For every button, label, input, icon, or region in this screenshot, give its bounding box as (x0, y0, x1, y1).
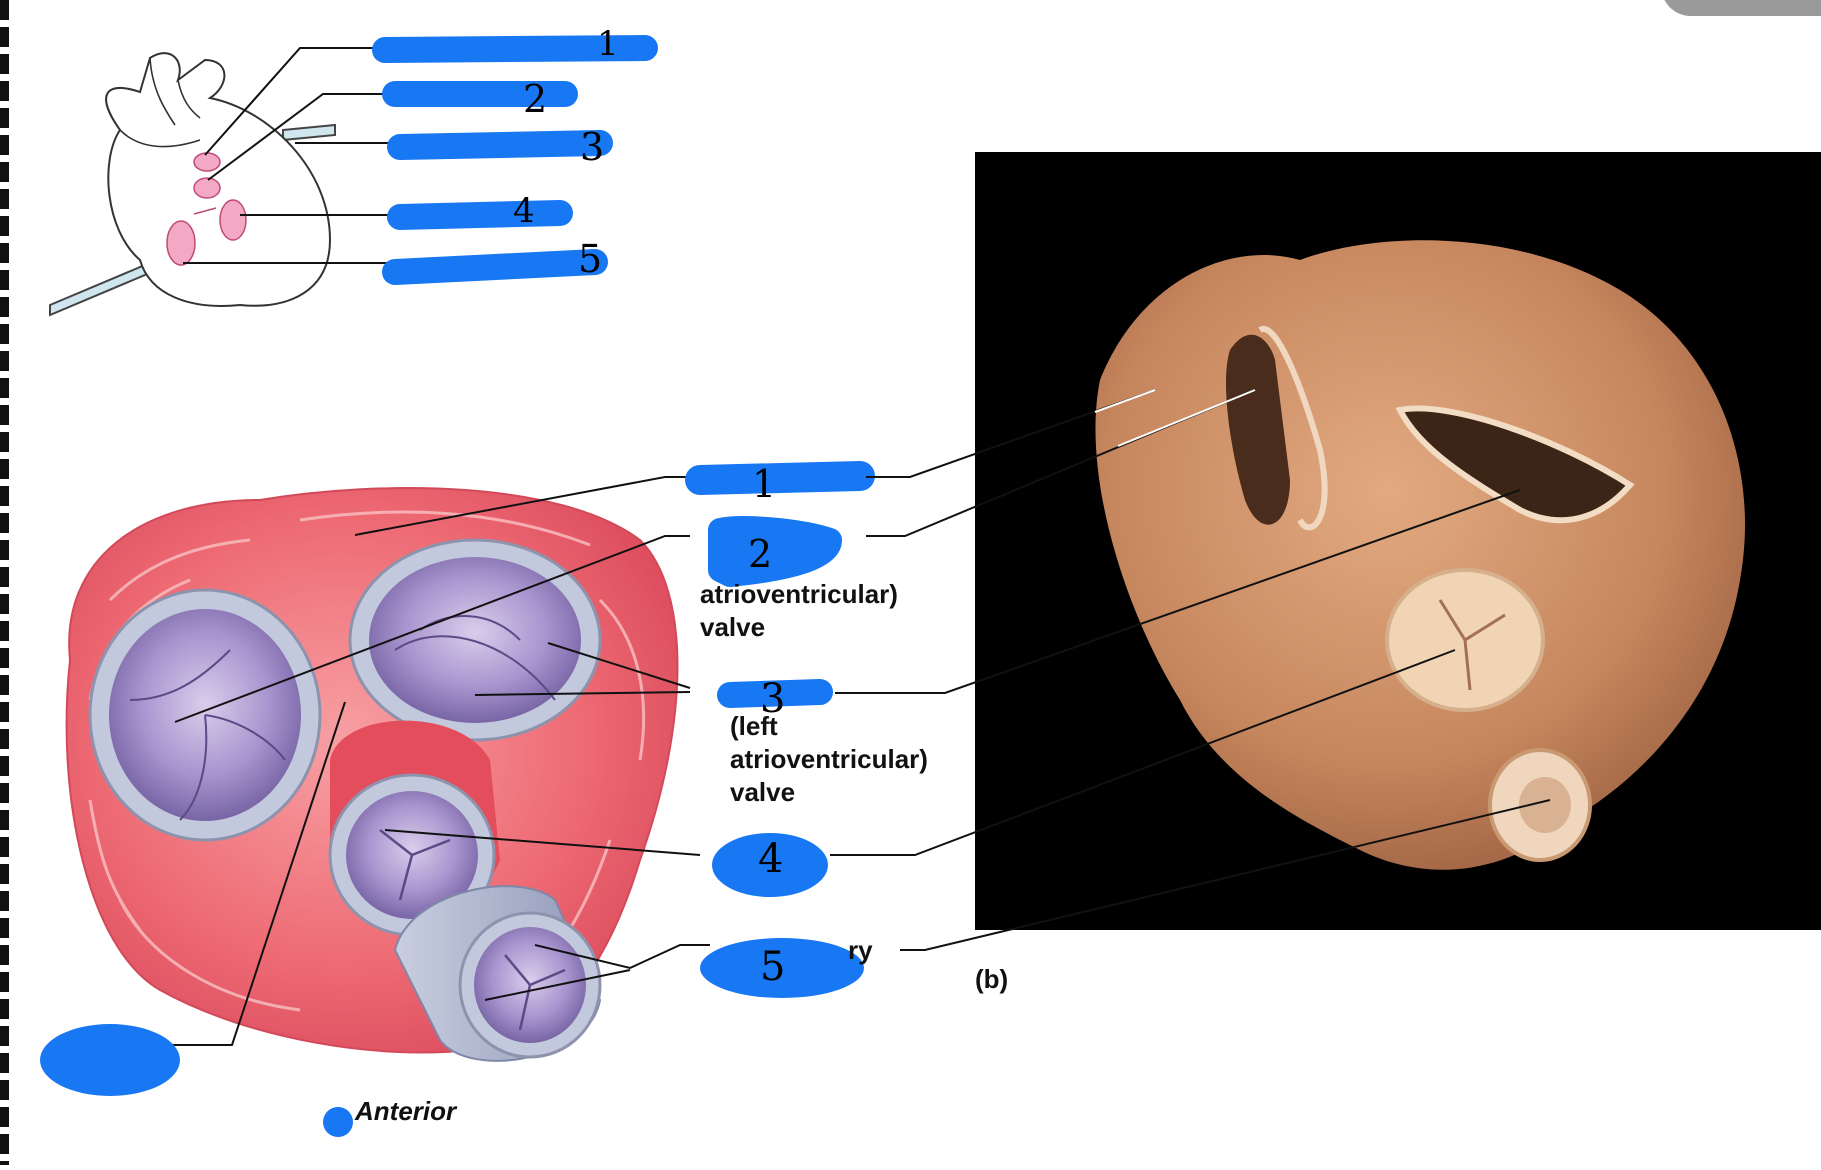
inset-leader-2 (207, 93, 395, 181)
tricuspid-edge-photo (1258, 326, 1328, 531)
inset-hand-number-3: 3 (580, 125, 604, 169)
panel-a-leader-lines (170, 476, 710, 1046)
panel-b-leader-lines-inner (1094, 389, 1256, 447)
anterior-dot-highlight (323, 1107, 353, 1137)
label-highlight-a-4 (712, 833, 828, 897)
pulmonary-lumen-photo (1519, 777, 1571, 833)
inset-heart-diagram: 1 2 3 4 5 (49, 24, 658, 317)
pulmonary-label-tail: ry (848, 935, 873, 965)
label-highlight-a-1 (685, 461, 875, 495)
leader-b-5 (900, 799, 1551, 951)
leader-a-4 (384, 829, 701, 856)
aortic-cusps-photo (1438, 599, 1506, 691)
leader-a-6 (170, 701, 346, 1046)
corner-tab (1661, 0, 1821, 16)
label-highlight-a-6 (40, 1024, 180, 1096)
panel-a-hand-number-1: 1 (752, 462, 776, 506)
left-edge-strip (0, 0, 9, 1165)
panel-a-illustration (65, 487, 679, 1062)
inset-label-highlight-1 (372, 35, 658, 63)
panel-b-caption: (b) (975, 964, 1009, 994)
inset-heart-outline (105, 52, 332, 307)
aortic-commissures (379, 829, 451, 901)
leader-a-5a (534, 944, 710, 970)
inset-label-highlight-4 (387, 200, 573, 230)
pulmonary-commissures (504, 954, 566, 1031)
panel-a-hand-number-2: 2 (748, 532, 772, 576)
label-highlight-a-5 (700, 938, 864, 998)
inset-hand-number-1: 1 (597, 24, 619, 64)
panel-a-hand-number-5: 5 (760, 944, 785, 990)
inset-label-highlight-3 (387, 130, 613, 160)
inset-hand-number-5: 5 (578, 237, 602, 281)
panel-a-hand-number-3: 3 (760, 676, 785, 722)
tricuspid-opening-photo (1225, 334, 1290, 525)
inset-hand-number-2: 2 (523, 77, 547, 121)
leader-a-5b (484, 969, 631, 1001)
panel-a-hand-number-4: 4 (758, 836, 783, 882)
inset-valve-5 (166, 220, 196, 266)
inset-plane-strip-left (49, 260, 153, 317)
leader-a-3a (547, 642, 691, 689)
inset-hand-number-4: 4 (513, 191, 535, 231)
leader-b-3 (835, 489, 1521, 694)
inset-leader-1 (204, 47, 385, 156)
inset-plane-strip-right (282, 123, 336, 142)
tricuspid-label-tail: atrioventricular) valve (700, 579, 898, 642)
leader-b-1 (866, 389, 1156, 478)
leader-a-3b (474, 691, 691, 696)
mitral-valve-cusps (369, 557, 581, 723)
leader-a-1 (354, 476, 690, 536)
inset-heart-vessels (119, 57, 201, 148)
label-highlight-a-3 (717, 679, 833, 708)
anterior-label: Anterior (355, 1096, 457, 1126)
panel-b-photograph (975, 152, 1821, 930)
tricuspid-commissures (129, 649, 286, 821)
inset-valve-4 (219, 199, 247, 241)
inset-valve-1 (193, 152, 221, 172)
label-highlight-a-2 (708, 516, 842, 587)
panel-a-highlights (40, 461, 875, 1137)
inset-label-highlight-5 (382, 249, 608, 285)
mitral-label-tail: (left atrioventricular) valve (730, 711, 928, 807)
inset-valve-3-mark (193, 207, 217, 215)
leader-b-4 (830, 649, 1456, 856)
mitral-opening-photo (1395, 405, 1635, 524)
inset-valve-2 (193, 177, 221, 199)
leader-a-2 (174, 535, 690, 723)
